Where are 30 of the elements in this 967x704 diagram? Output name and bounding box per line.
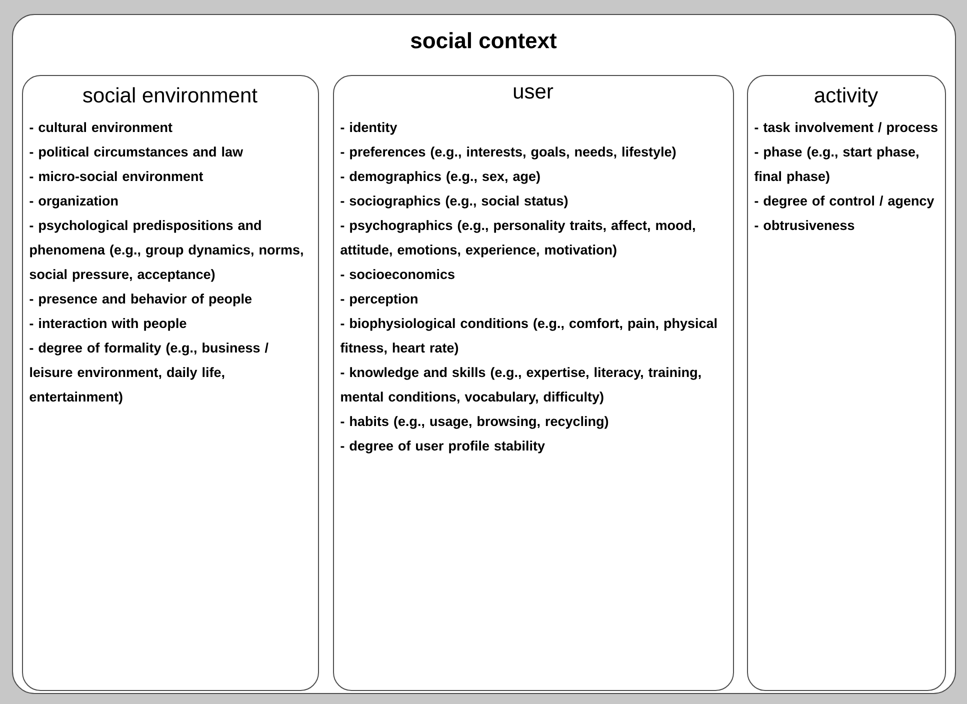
- category-box: [333, 75, 734, 691]
- list-item: - preferences (e.g., interests, goals, needs, lifestyle): [340, 146, 676, 160]
- list-item: - psychological predispositions and phenomena (e.g., group dynamics, norms, social pressure, acceptance): [30, 220, 303, 282]
- list-item: - degree of user profile stability: [340, 440, 545, 454]
- list-item: - obtrusiveness: [754, 220, 854, 230]
- category-box: [747, 75, 946, 691]
- heading: user: [514, 87, 554, 99]
- list-item: - degree of control / agency: [754, 196, 934, 208]
- list-item: - identity: [340, 122, 398, 135]
- list-item: - political circumstances and law: [30, 146, 244, 160]
- category-box: [22, 75, 319, 691]
- list-item: - interaction with people: [30, 318, 186, 331]
- heading: social environment: [83, 87, 258, 103]
- list-item: - presence and behavior of people: [30, 294, 252, 306]
- list-item: - knowledge and skills (e.g., expertise, literacy, training, mental conditions, vocabulary, difficulty): [340, 367, 701, 404]
- list-item: - demographics (e.g., sex, age): [340, 171, 540, 184]
- list-item: - psychographics (e.g., personality traits, affect, mood, attitude, emotions, experience, motivation): [340, 220, 695, 258]
- list-item: - biophysiological conditions (e.g., comfort, pain, physical fitness, heart rate): [340, 318, 717, 356]
- list-item: - sociographics (e.g., social status): [340, 196, 568, 208]
- list-item: - micro-social environment: [30, 171, 204, 182]
- list-item: - task involvement / process: [754, 122, 938, 135]
- list-item: - cultural environment: [30, 122, 172, 132]
- title: social context: [410, 32, 557, 48]
- list-item: - perception: [340, 294, 418, 306]
- list-item: - phase (e.g., start phase, final phase): [754, 146, 918, 184]
- list-item: - habits (e.g., usage, browsing, recycling): [340, 416, 608, 429]
- list-item: - socioeconomics: [340, 269, 454, 280]
- heading: activity: [814, 87, 878, 107]
- list-item: - organization: [30, 196, 118, 208]
- list-item: - degree of formality (e.g., business / leisure environment, daily life, entertainment): [30, 342, 268, 404]
